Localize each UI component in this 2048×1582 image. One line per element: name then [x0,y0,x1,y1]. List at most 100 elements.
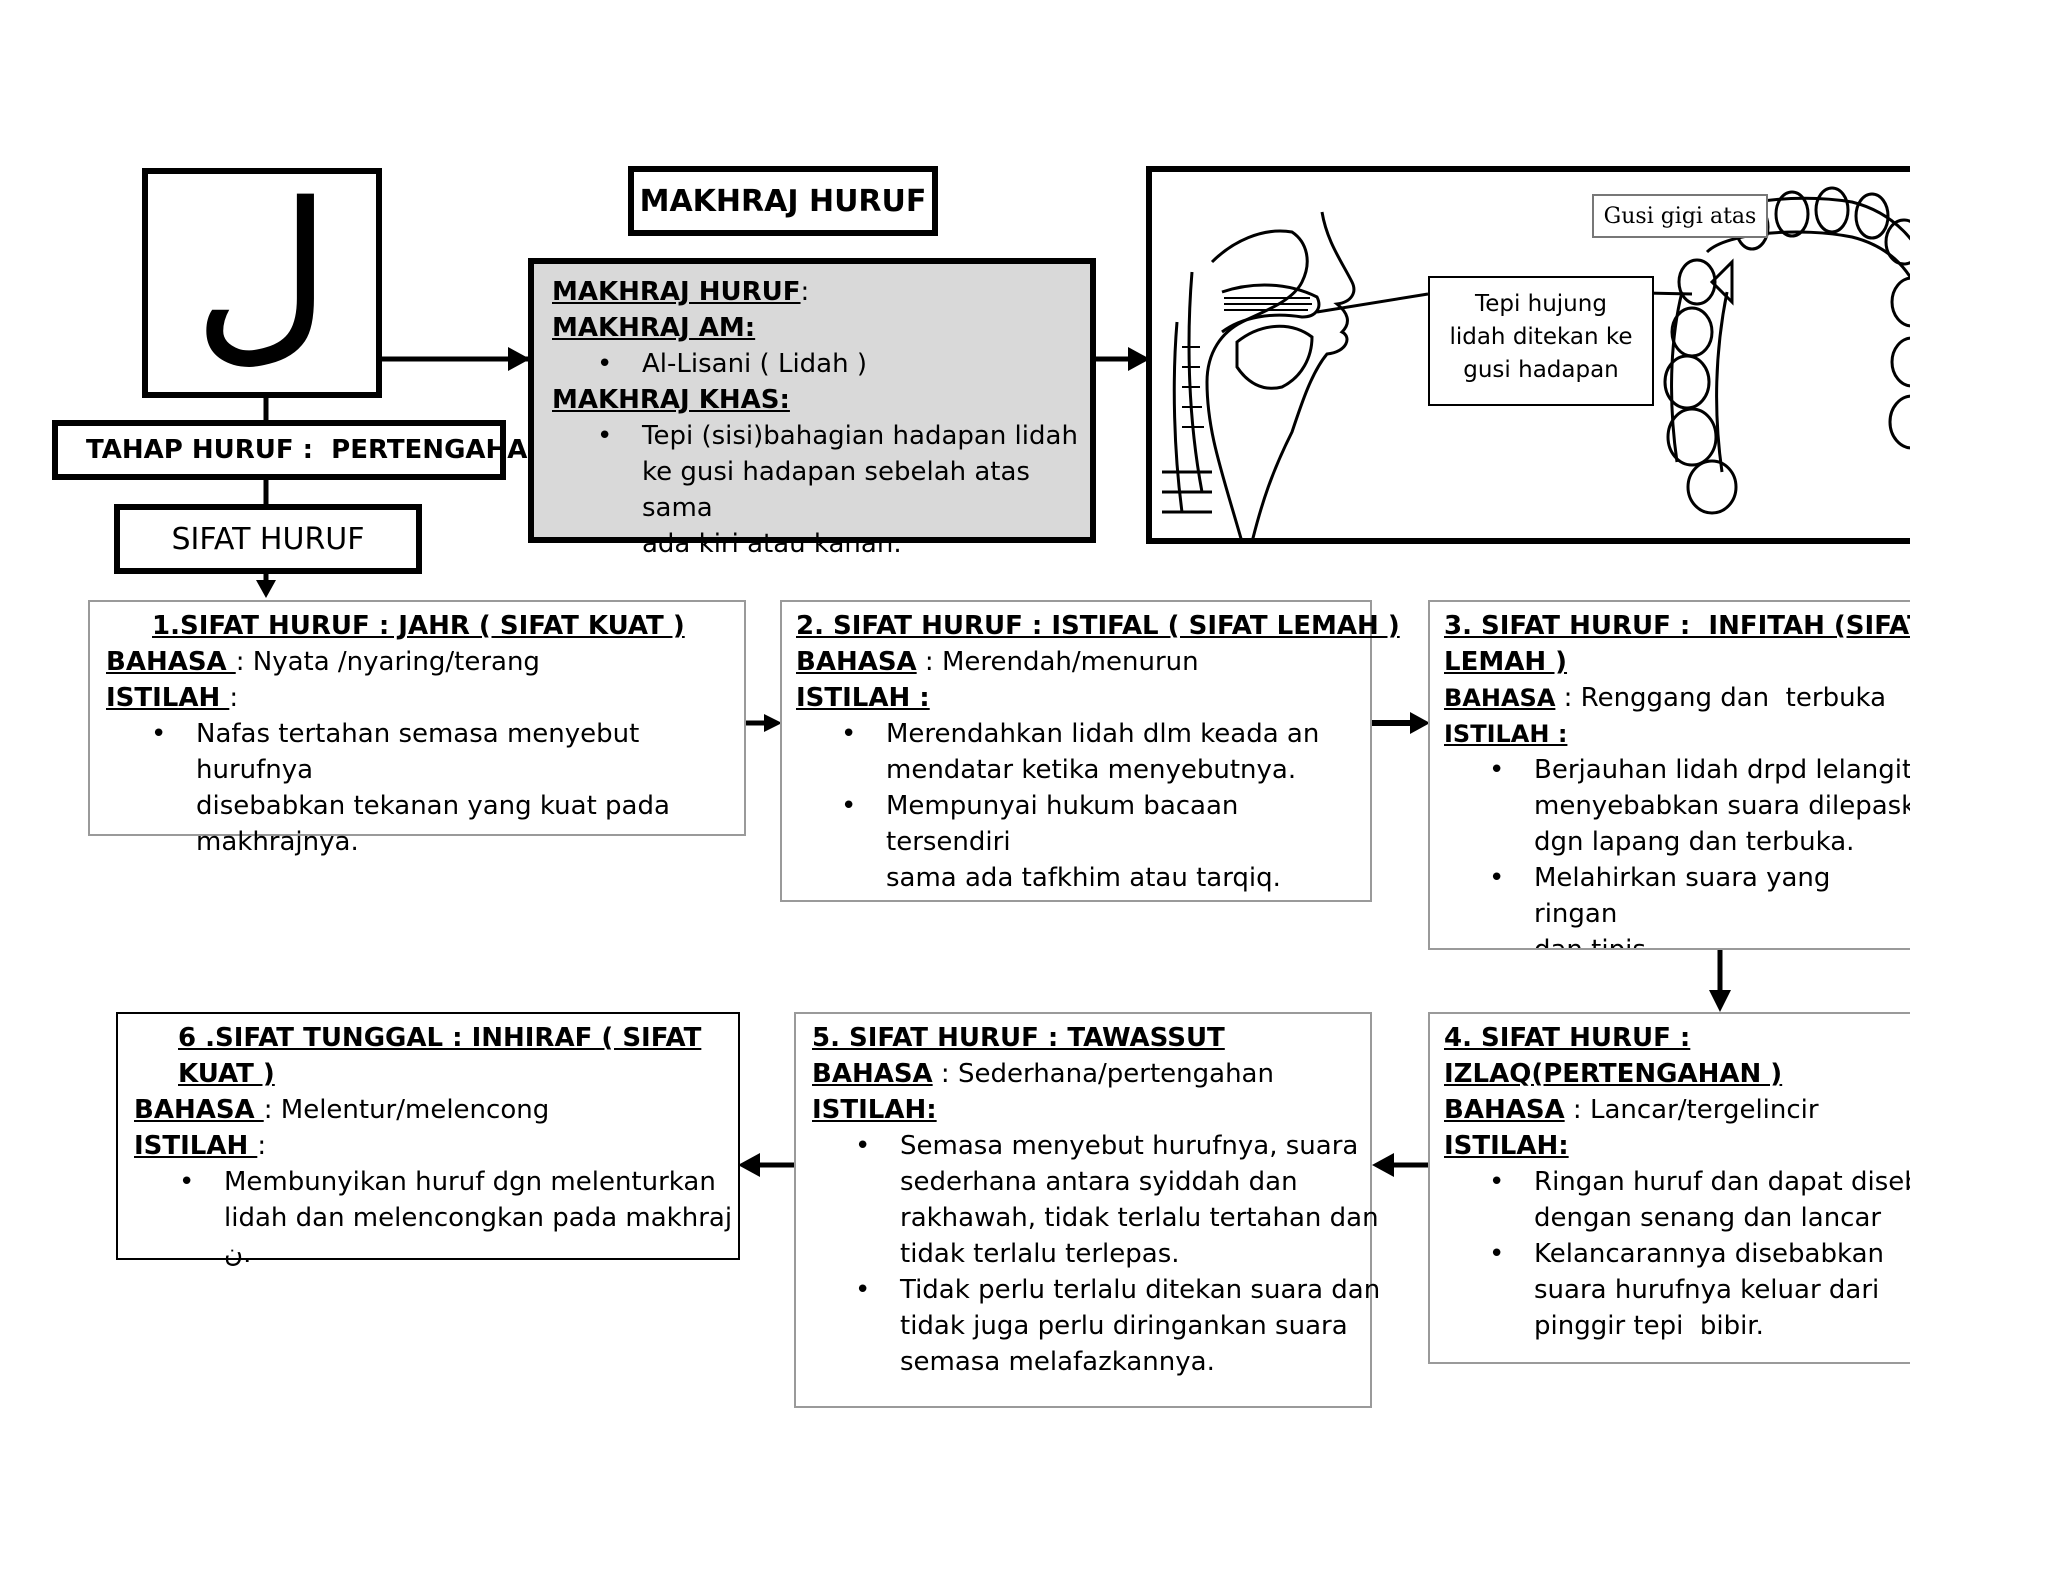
istilah-line: ن. [224,1239,252,1269]
makhraj-khas-item: Tepi (sisi)bahagian hadapan lidah ke gus… [597,418,1090,562]
istilah-line: semasa melafazkannya. [900,1347,1215,1377]
card-title-line: IZLAQ(PERTENGAHAN ) [1444,1059,1783,1089]
istilah-label: ISTILAH: [812,1095,937,1125]
istilah-item: Membunyikan huruf dgn melenturkan lidah … [179,1164,738,1272]
makhraj-am-item: Al-Lisani ( Lidah ) [597,346,1090,382]
callout-line: Tepi hujung [1475,291,1607,317]
arabic-letter-lam: ل [192,162,332,383]
istilah-item: Semasa menyebut hurufnya, suara sederhan… [855,1128,1379,1272]
istilah-line: dgn lapang dan terbuka. [1534,827,1855,857]
istilah-line: Nafas tertahan semasa menyebut hurufnya [196,719,640,785]
sifat-card-5: 5. SIFAT HURUF : TAWASSUT BAHASA : Seder… [794,1012,1381,1408]
makhraj-khas-heading: MAKHRAJ KHAS: [552,385,790,415]
card-title: 2. SIFAT HURUF : ISTIFAL ( SIFAT LEMAH ) [796,611,1400,641]
bahasa-value: : Sederhana/pertengahan [932,1059,1274,1089]
istilah-line: tidak juga perlu diringankan suara [900,1311,1348,1341]
istilah-item: Tidak perlu terlalu ditekan suara dan ti… [855,1272,1381,1380]
istilah-line: dengan senang dan lancar [1534,1203,1882,1233]
arrowhead-sifat-to-card1 [256,580,276,598]
bahasa-label: BAHASA [1444,684,1556,712]
arrowhead-card4-to-card5 [1372,1153,1394,1177]
bahasa-value: : Nyata /nyaring/terang [235,647,540,677]
callout-line: gusi hadapan [1463,357,1619,383]
istilah-item: Kelancarannya disebabkan suara hurufnya … [1489,1236,1910,1344]
arrowhead-card3-to-card4 [1709,990,1731,1012]
bahasa-label: BAHASA [812,1059,933,1089]
card-title: 1.SIFAT HURUF : JAHR ( SIFAT KUAT ) [152,611,685,641]
istilah-item: Berjauhan lidah drpd lelangit yg menyeba… [1489,752,1910,860]
makhraj-khas-line: ada kiri atau kanan. [642,529,902,559]
istilah-line: disebabkan tekanan yang kuat pada [196,791,670,821]
tahap-huruf-box: TAHAP HURUF : PERTENGAHAN [52,420,549,480]
istilah-line: makhrajnya. [196,827,359,857]
istilah-list: Membunyikan huruf dgn melenturkan lidah … [134,1164,738,1272]
istilah-line: tidak terlalu terlepas. [900,1239,1180,1269]
istilah-line: Melahirkan suara yang ringan [1534,863,1831,929]
card-title-line: 4. SIFAT HURUF : [1444,1023,1691,1053]
bahasa-label: BAHASA [106,647,236,677]
istilah-line: pinggir tepi bibir. [1534,1311,1764,1341]
arrowhead-makhraj-to-illustration [1128,347,1150,371]
bahasa-value: : Renggang dan terbuka [1555,683,1887,713]
istilah-line: Tidak perlu terlalu ditekan suara dan [900,1275,1381,1305]
sifat-card-1: 1.SIFAT HURUF : JAHR ( SIFAT KUAT ) BAHA… [88,600,746,857]
bahasa-value: : Merendah/menurun [916,647,1199,677]
istilah-line: Mempunyai hukum bacaan tersendiri [886,791,1239,857]
istilah-label: ISTILAH : [1444,720,1568,748]
sifat-huruf-box: SIFAT HURUF [114,504,422,574]
bahasa-value: : Melentur/melencong [263,1095,550,1125]
letter-box: ل [142,168,382,398]
card-title: 5. SIFAT HURUF : TAWASSUT [812,1023,1225,1053]
istilah-list: Nafas tertahan semasa menyebut hurufnya … [106,716,744,860]
istilah-label: ISTILAH : [796,683,930,713]
istilah-list: Ringan huruf dan dapat disebut dengan se… [1444,1164,1910,1344]
callout-box: Tepi hujung lidah ditekan ke gusi hadapa… [1428,276,1654,406]
bahasa-label: BAHASA [134,1095,264,1125]
istilah-line: Semasa menyebut hurufnya, suara [900,1131,1359,1161]
arrowhead-card5-to-card6 [738,1153,760,1177]
istilah-line: suara hurufnya keluar dari [1534,1275,1880,1305]
sifat-card-6: 6 .SIFAT TUNGGAL : INHIRAF ( SIFAT KUAT … [116,1012,740,1269]
istilah-item: Merendahkan lidah dlm keada an mendatar … [841,716,1370,788]
card-title-line: 3. SIFAT HURUF : INFITAH (SIFAT [1444,611,1910,641]
istilah-line: Kelancarannya disebabkan [1534,1239,1884,1269]
hatch-lines [1182,297,1312,428]
makhraj-am-heading: MAKHRAJ AM: [552,313,756,343]
istilah-suffix: : [257,1131,267,1161]
makhraj-detail-box: MAKHRAJ HURUF: MAKHRAJ AM: Al-Lisani ( L… [528,258,1096,559]
gusi-label: Gusi gigi atas [1603,203,1757,229]
istilah-label: ISTILAH [134,1131,258,1161]
istilah-list: Merendahkan lidah dlm keada an mendatar … [796,716,1370,896]
gusi-label-box: Gusi gigi atas [1592,194,1768,238]
callout-line: lidah ditekan ke [1449,324,1633,350]
istilah-list: Berjauhan lidah drpd lelangit yg menyeba… [1444,752,1910,948]
makhraj-khas-list: Tepi (sisi)bahagian hadapan lidah ke gus… [552,418,1090,562]
istilah-line: Ringan huruf dan dapat disebut [1534,1167,1910,1197]
istilah-item: Mempunyai hukum bacaan tersendiri sama a… [841,788,1370,896]
istilah-suffix: : [229,683,239,713]
istilah-line: mendatar ketika menyebutnya. [886,755,1297,785]
istilah-line: sederhana antara syiddah dan [900,1167,1298,1197]
card-title-line: LEMAH ) [1444,647,1568,677]
istilah-line: rakhawah, tidak terlalu tertahan dan [900,1203,1379,1233]
istilah-item: Melahirkan suara yang ringan dan tipis. [1489,860,1910,948]
istilah-item: Ringan huruf dan dapat disebut dengan se… [1489,1164,1910,1236]
istilah-line: lidah dan melencongkan pada makhraj [224,1203,733,1233]
mouth-teeth-illustration [1162,186,1910,538]
bahasa-label: BAHASA [1444,1095,1565,1125]
sifat-huruf-label: SIFAT HURUF [171,521,365,557]
makhraj-huruf-heading: MAKHRAJ HURUF [552,277,801,307]
istilah-line: sama ada tafkhim atau tarqiq. [886,863,1281,893]
sifat-card-2: 2. SIFAT HURUF : ISTIFAL ( SIFAT LEMAH )… [780,600,1400,902]
makhraj-huruf-colon: : [800,277,810,307]
head-profile-drawing [1162,211,1356,538]
istilah-label: ISTILAH [106,683,230,713]
bahasa-value: : Lancar/tergelincir [1564,1095,1819,1125]
illustration-box: Gusi gigi atas Tepi hujung lidah ditekan… [1146,166,1910,544]
istilah-line: Berjauhan lidah drpd lelangit yg [1534,755,1910,785]
istilah-line: Merendahkan lidah dlm keada an [886,719,1320,749]
bahasa-label: BAHASA [796,647,917,677]
arrowhead-card1-to-card2 [764,714,782,732]
sifat-card-4: 4. SIFAT HURUF : IZLAQ(PERTENGAHAN ) BAH… [1428,1012,1910,1364]
